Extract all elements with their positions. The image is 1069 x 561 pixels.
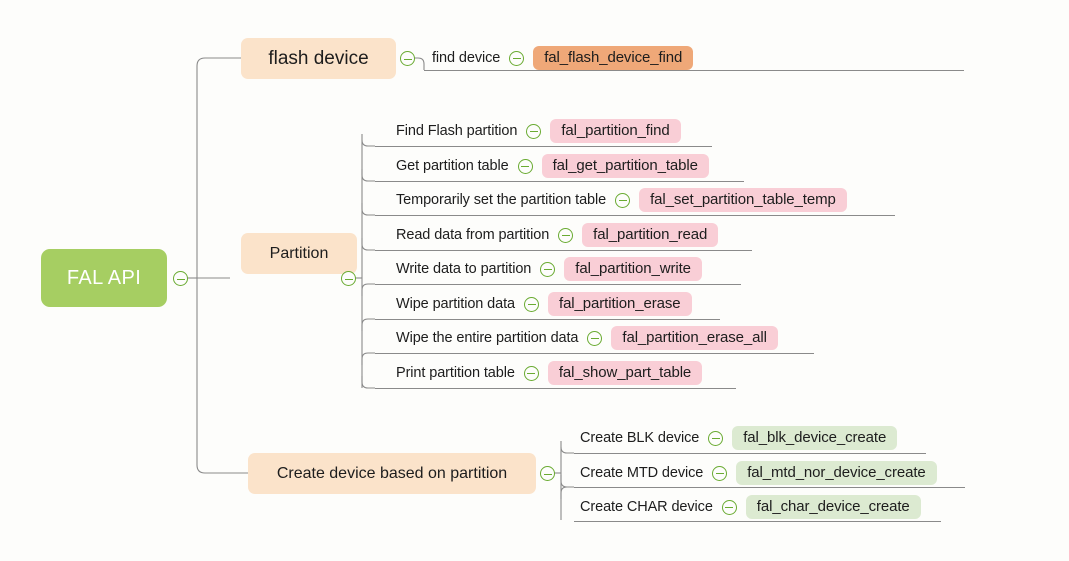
leaf-row-find-flash-partition[interactable]: Find Flash partition fal_partition_find xyxy=(396,118,681,144)
collapse-toggle-icon-find-flash-partition[interactable] xyxy=(526,123,542,139)
api-tag[interactable]: fal_partition_erase_all xyxy=(611,326,778,350)
branch-node-partition[interactable]: Partition xyxy=(241,233,357,274)
leaf-row-partition-erase[interactable]: Wipe partition data fal_partition_erase xyxy=(396,291,692,317)
api-tag[interactable]: fal_get_partition_table xyxy=(541,154,709,178)
leaf-label: Create CHAR device xyxy=(580,499,713,515)
leaf-label: Temporarily set the partition table xyxy=(396,192,607,208)
leaf-label: Wipe the entire partition data xyxy=(396,330,579,346)
leaf-rule xyxy=(574,487,965,488)
leaf-row-set-partition-table-temp[interactable]: Temporarily set the partition table fal_… xyxy=(396,187,847,213)
api-tag[interactable]: fal_mtd_nor_device_create xyxy=(736,461,937,485)
collapse-toggle-icon-root[interactable] xyxy=(173,271,188,286)
branch-node-create-device-based-on-partition[interactable]: Create device based on partition xyxy=(248,453,536,494)
leaf-rule xyxy=(375,146,712,147)
leaf-rule xyxy=(574,453,926,454)
collapse-toggle-icon-create-device[interactable] xyxy=(540,466,555,481)
collapse-toggle-icon-partition-write[interactable] xyxy=(540,261,556,277)
leaf-row-find-device[interactable]: find device fal_flash_device_find xyxy=(432,45,694,71)
collapse-toggle-icon-mtd-device-create[interactable] xyxy=(712,465,728,481)
collapse-toggle-icon-show-part-table[interactable] xyxy=(523,365,539,381)
leaf-row-get-partition-table[interactable]: Get partition table fal_get_partition_ta… xyxy=(396,153,709,179)
leaf-rule xyxy=(375,215,895,216)
leaf-label: Wipe partition data xyxy=(396,296,515,312)
leaf-label: Create MTD device xyxy=(580,465,704,481)
api-tag[interactable]: fal_partition_write xyxy=(564,257,702,281)
branch-node-label: flash device xyxy=(268,47,369,69)
api-tag[interactable]: fal_partition_find xyxy=(550,119,681,143)
branch-node-label: Create device based on partition xyxy=(276,464,508,482)
collapse-toggle-icon-partition-erase-all[interactable] xyxy=(587,330,603,346)
leaf-row-partition-write[interactable]: Write data to partition fal_partition_wr… xyxy=(396,256,702,282)
root-node-fal-api[interactable]: FAL API xyxy=(41,249,167,307)
leaf-row-blk-device-create[interactable]: Create BLK device fal_blk_device_create xyxy=(580,425,898,451)
leaf-label: Find Flash partition xyxy=(396,123,518,139)
api-tag[interactable]: fal_partition_read xyxy=(582,223,719,247)
collapse-toggle-icon-set-partition-table-temp[interactable] xyxy=(615,192,631,208)
leaf-label: Read data from partition xyxy=(396,227,550,243)
leaf-rule xyxy=(375,284,741,285)
collapse-toggle-icon-flash-device[interactable] xyxy=(400,51,415,66)
leaf-row-mtd-device-create[interactable]: Create MTD device fal_mtd_nor_device_cre… xyxy=(580,460,937,486)
api-tag[interactable]: fal_char_device_create xyxy=(745,495,921,519)
leaf-label: Print partition table xyxy=(396,365,515,381)
branch-node-label: Partition xyxy=(269,244,329,262)
api-tag[interactable]: fal_partition_erase xyxy=(548,292,692,316)
collapse-toggle-icon-partition-erase[interactable] xyxy=(524,296,539,312)
collapse-toggle-icon-char-device-create[interactable] xyxy=(721,499,737,515)
leaf-row-show-part-table[interactable]: Print partition table fal_show_part_tabl… xyxy=(396,360,703,386)
api-tag[interactable]: fal_show_part_table xyxy=(547,361,703,385)
collapse-toggle-icon-find-device[interactable] xyxy=(509,50,525,66)
collapse-toggle-icon-partition[interactable] xyxy=(341,271,356,286)
leaf-label: Create BLK device xyxy=(580,430,700,446)
leaf-rule xyxy=(375,250,752,251)
leaf-label: Get partition table xyxy=(396,158,509,174)
api-tag[interactable]: fal_flash_device_find xyxy=(533,46,694,70)
leaf-rule xyxy=(375,181,744,182)
leaf-rule xyxy=(574,521,941,522)
leaf-rule xyxy=(375,353,814,354)
root-node-label: FAL API xyxy=(66,266,142,289)
leaf-row-char-device-create[interactable]: Create CHAR device fal_char_device_creat… xyxy=(580,494,921,520)
leaf-rule xyxy=(424,70,964,71)
leaf-label: Write data to partition xyxy=(396,261,532,277)
leaf-rule xyxy=(375,388,736,389)
leaf-row-partition-read[interactable]: Read data from partition fal_partition_r… xyxy=(396,222,719,248)
leaf-rule xyxy=(375,319,720,320)
leaf-row-partition-erase-all[interactable]: Wipe the entire partition data fal_parti… xyxy=(396,325,778,351)
collapse-toggle-icon-partition-read[interactable] xyxy=(558,227,574,243)
collapse-toggle-icon-blk-device-create[interactable] xyxy=(708,430,724,446)
api-tag[interactable]: fal_set_partition_table_temp xyxy=(639,188,847,212)
branch-node-flash-device[interactable]: flash device xyxy=(241,38,396,79)
api-tag[interactable]: fal_blk_device_create xyxy=(732,426,898,450)
leaf-label: find device xyxy=(432,50,501,66)
collapse-toggle-icon-get-partition-table[interactable] xyxy=(517,158,533,174)
